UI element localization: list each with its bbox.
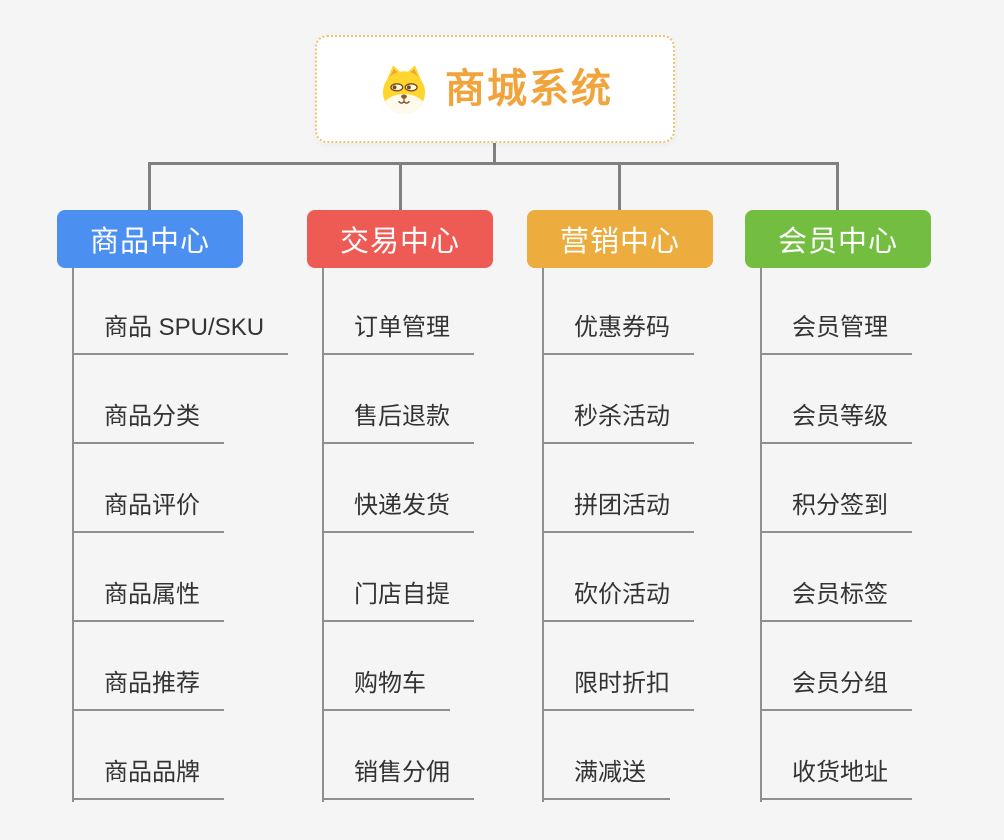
child-item[interactable]: 会员标签	[760, 580, 912, 622]
branch-node-trade-center[interactable]: 交易中心	[307, 210, 493, 268]
child-item[interactable]: 会员分组	[760, 669, 912, 711]
branch-trade: 交易中心 订单管理售后退款快递发货门店自提购物车销售分佣	[307, 0, 567, 840]
branch-node-product-center[interactable]: 商品中心	[57, 210, 243, 268]
child-item[interactable]: 商品推荐	[72, 669, 224, 711]
child-item[interactable]: 优惠券码	[542, 313, 694, 355]
connector-drop-products	[148, 163, 151, 210]
child-item[interactable]: 限时折扣	[542, 669, 694, 711]
child-item[interactable]: 商品属性	[72, 580, 224, 622]
connector-drop-members	[836, 163, 839, 210]
branch-products: 商品中心 商品 SPU/SKU 商品分类商品评价商品属性商品推荐商品品牌	[57, 0, 317, 840]
child-item[interactable]: 快递发货	[322, 491, 474, 533]
branch-members: 会员中心 会员管理会员等级积分签到会员标签会员分组收货地址	[745, 0, 1004, 840]
root-node[interactable]: 商城系统	[315, 35, 675, 143]
child-item[interactable]: 销售分佣	[322, 758, 474, 800]
child-item[interactable]: 会员等级	[760, 402, 912, 444]
dog-face-icon	[377, 62, 431, 116]
branch-node-marketing-center[interactable]: 营销中心	[527, 210, 713, 268]
connector-drop-marketing	[618, 163, 621, 210]
child-item[interactable]: 收货地址	[760, 758, 912, 800]
child-item[interactable]: 拼团活动	[542, 491, 694, 533]
branch-spine	[72, 268, 74, 802]
branch-marketing: 营销中心 优惠券码秒杀活动拼团活动砍价活动限时折扣满减送	[527, 0, 787, 840]
child-item[interactable]: 订单管理	[322, 313, 474, 355]
child-item[interactable]: 满减送	[542, 758, 670, 800]
child-item[interactable]: 商品分类	[72, 402, 224, 444]
child-item[interactable]: 积分签到	[760, 491, 912, 533]
child-item[interactable]: 会员管理	[760, 313, 912, 355]
root-title: 商城系统	[445, 67, 613, 111]
connector-horizontal-bar	[148, 162, 839, 165]
branch-node-member-center[interactable]: 会员中心	[745, 210, 931, 268]
child-item[interactable]: 商品 SPU/SKU	[72, 313, 289, 355]
child-item[interactable]: 门店自提	[322, 580, 474, 622]
connector-root-stem	[493, 142, 496, 164]
branch-spine	[542, 268, 544, 802]
branch-spine	[322, 268, 324, 802]
child-item[interactable]: 购物车	[322, 669, 450, 711]
child-item[interactable]: 售后退款	[322, 402, 474, 444]
child-item[interactable]: 商品品牌	[72, 758, 224, 800]
branch-spine	[760, 268, 762, 802]
child-item[interactable]: 秒杀活动	[542, 402, 694, 444]
connector-drop-trade	[399, 163, 402, 210]
child-item[interactable]: 砍价活动	[542, 580, 694, 622]
child-item[interactable]: 商品评价	[72, 491, 224, 533]
